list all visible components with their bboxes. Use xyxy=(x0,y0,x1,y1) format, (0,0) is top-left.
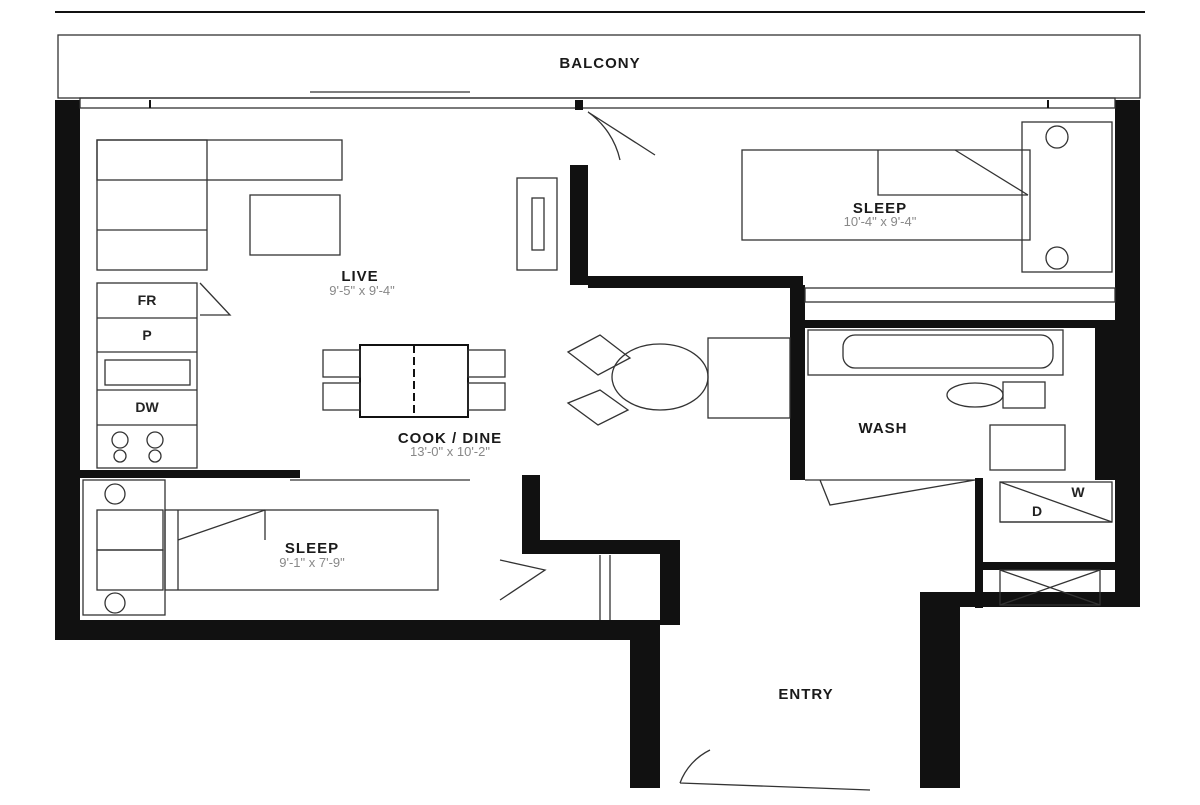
laundry: W D xyxy=(999,481,1113,606)
doors xyxy=(499,111,976,791)
bathroom xyxy=(807,329,1066,471)
washer-label: W xyxy=(1071,484,1085,500)
live-dimensions: 9'-5" x 9'-4" xyxy=(329,283,395,298)
dryer-label: D xyxy=(1032,503,1042,519)
sink-icon xyxy=(104,359,191,386)
lamp-icon xyxy=(104,592,126,614)
cook-dine-dimensions: 13'-0" x 10'-2" xyxy=(410,444,490,459)
lamp-icon xyxy=(1045,125,1069,149)
fridge-label: FR xyxy=(138,292,157,308)
balcony: BALCONY xyxy=(55,11,1145,99)
pantry-label: P xyxy=(142,327,151,343)
dining-table xyxy=(322,334,791,426)
walls xyxy=(55,91,1140,788)
balcony-label: BALCONY xyxy=(559,55,640,72)
cook-dine-label: COOK / DINE xyxy=(398,430,502,447)
sleep-main-label: SLEEP xyxy=(853,200,907,217)
sleep-main-dimensions: 10'-4" x 9'-4" xyxy=(844,214,917,229)
bed-main xyxy=(741,121,1113,273)
lamp-icon xyxy=(1045,246,1069,270)
kitchen: FR P DW xyxy=(96,282,232,469)
toilet-icon xyxy=(946,382,1004,408)
wash-label: WASH xyxy=(859,420,908,437)
dishwasher-label: DW xyxy=(135,399,159,415)
stove-burner-icon xyxy=(111,431,129,449)
live-label: LIVE xyxy=(341,268,378,285)
sleep-second-dimensions: 9'-1" x 7'-9" xyxy=(279,555,345,570)
sofa xyxy=(96,139,558,271)
closet xyxy=(804,287,1116,303)
entry-label: ENTRY xyxy=(778,686,833,703)
sink-icon xyxy=(989,424,1066,471)
lamp-icon xyxy=(104,483,126,505)
bathtub-icon xyxy=(807,329,1064,376)
sleep-second-label: SLEEP xyxy=(285,540,339,557)
bed-second xyxy=(82,479,439,616)
